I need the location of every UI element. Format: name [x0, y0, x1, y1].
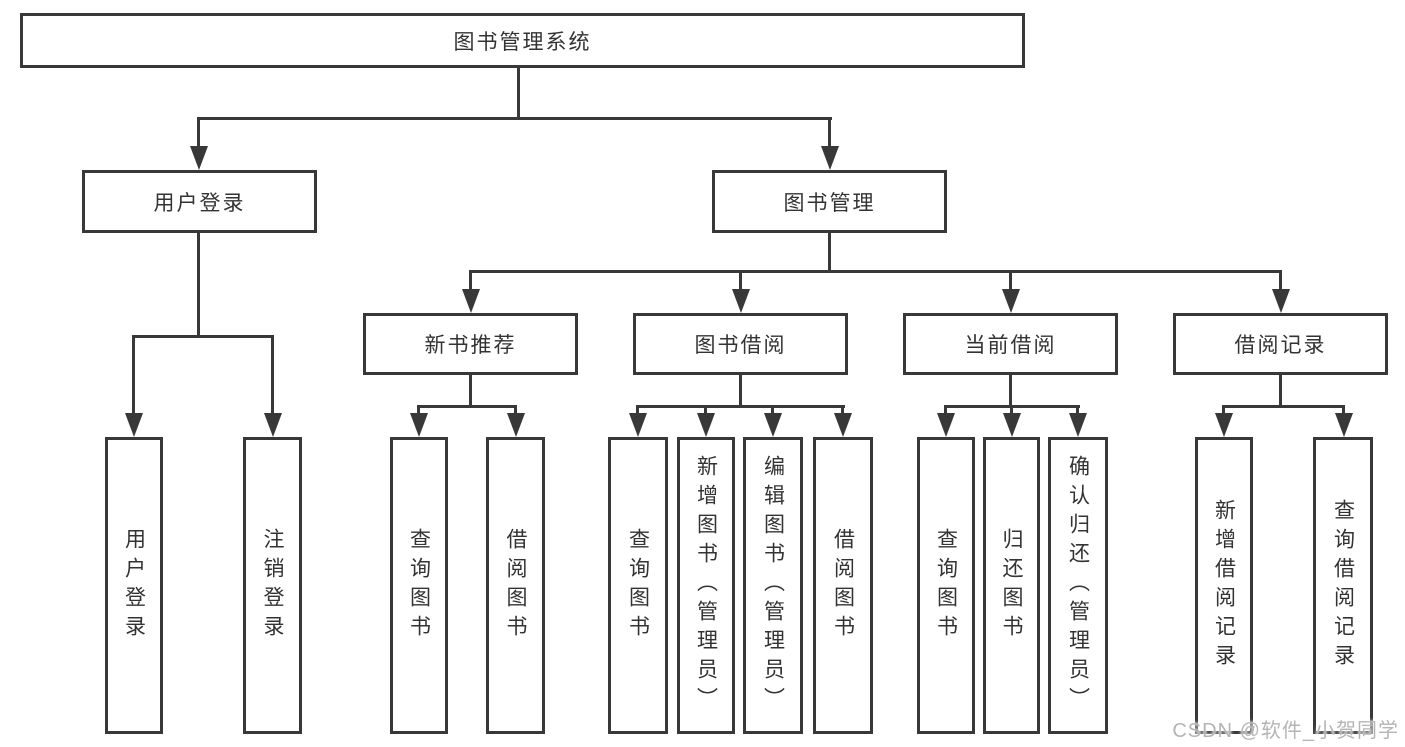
arrow-down-icon — [462, 289, 480, 313]
leaf-query-books-borrow: 查询图书 — [608, 437, 668, 734]
arrow-down-icon — [1003, 413, 1021, 437]
arrow-down-icon — [410, 413, 428, 437]
leaf-edit-books-admin: 编辑图书（管理员） — [743, 437, 803, 734]
connector-arrow-shaft-current-borrow — [1009, 270, 1012, 292]
arrow-down-icon — [1272, 289, 1290, 313]
connector-arrow-shaft-borrow-records — [1279, 270, 1282, 292]
node-borrow-records: 借阅记录 — [1173, 313, 1388, 375]
leaf-add-borrow-record: 新增借阅记录 — [1195, 437, 1253, 734]
connector-arrow-shaft — [417, 405, 420, 415]
arrow-down-icon — [764, 413, 782, 437]
connector-arrow-shaft — [636, 405, 639, 415]
connector-new-book-stem — [469, 375, 472, 408]
connector-arrow-shaft-leaf-logout — [271, 335, 274, 415]
connector-arrow-shaft — [1010, 405, 1013, 415]
connector-arrow-shaft-new-book — [469, 270, 472, 292]
connector-arrow-shaft — [1076, 405, 1079, 415]
arrow-down-icon — [834, 413, 852, 437]
connector-arrow-shaft — [704, 405, 707, 415]
connector-borrow-records-stem — [1279, 375, 1282, 408]
arrow-down-icon — [937, 413, 955, 437]
arrow-down-icon — [732, 289, 750, 313]
connector-arrow-shaft — [841, 405, 844, 415]
connector-arrow-shaft — [771, 405, 774, 415]
connector-root-branch — [197, 117, 832, 120]
connector-new-book-branch — [417, 405, 517, 408]
arrow-down-icon — [190, 146, 208, 170]
connector-arrow-shaft-book-borrow — [739, 270, 742, 292]
connector-book-borrow-branch — [636, 405, 845, 408]
connector-level3-branch — [469, 270, 1281, 273]
leaf-return-books: 归还图书 — [983, 437, 1040, 734]
arrow-down-icon — [629, 413, 647, 437]
connector-book-mgmt-stem — [828, 233, 831, 272]
node-new-book-recommend: 新书推荐 — [363, 313, 578, 375]
connector-arrow-shaft-book-mgmt — [828, 117, 831, 149]
connector-book-borrow-stem — [739, 375, 742, 408]
leaf-query-borrow-record: 查询借阅记录 — [1313, 437, 1373, 734]
arrow-down-icon — [507, 413, 525, 437]
leaf-user-login: 用户登录 — [105, 437, 163, 734]
leaf-query-books-current: 查询图书 — [917, 437, 975, 734]
leaf-borrow-books: 借阅图书 — [813, 437, 873, 734]
leaf-confirm-return-admin: 确认归还（管理员） — [1048, 437, 1108, 734]
connector-arrow-shaft — [944, 405, 947, 415]
node-root: 图书管理系统 — [20, 13, 1025, 68]
leaf-add-books-admin: 新增图书（管理员） — [677, 437, 735, 734]
node-book-management: 图书管理 — [712, 170, 947, 233]
arrow-down-icon — [1069, 413, 1087, 437]
connector-user-login-stem — [197, 233, 200, 338]
connector-arrow-shaft — [514, 405, 517, 415]
node-book-borrow: 图书借阅 — [633, 313, 848, 375]
connector-arrow-shaft — [1222, 405, 1225, 415]
connector-arrow-shaft-leaf-user-login — [132, 335, 135, 415]
arrow-down-icon — [1215, 413, 1233, 437]
connector-arrow-shaft-user-login — [197, 117, 200, 149]
connector-user-login-branch — [132, 335, 274, 338]
arrow-down-icon — [697, 413, 715, 437]
leaf-logout-login: 注销登录 — [243, 437, 302, 734]
node-current-borrow: 当前借阅 — [903, 313, 1118, 375]
csdn-watermark: CSDN @软件_小贺同学 — [1172, 720, 1399, 742]
leaf-borrow-books-recommend: 借阅图书 — [486, 437, 545, 734]
connector-arrow-shaft — [1342, 405, 1345, 415]
connector-current-borrow-stem — [1009, 375, 1012, 408]
arrow-down-icon — [821, 146, 839, 170]
connector-root-stem — [517, 68, 520, 120]
arrow-down-icon — [1335, 413, 1353, 437]
leaf-query-books-recommend: 查询图书 — [390, 437, 448, 734]
arrow-down-icon — [125, 413, 143, 437]
node-user-login: 用户登录 — [82, 170, 317, 233]
arrow-down-icon — [1002, 289, 1020, 313]
arrow-down-icon — [264, 413, 282, 437]
connector-borrow-records-branch — [1222, 405, 1345, 408]
